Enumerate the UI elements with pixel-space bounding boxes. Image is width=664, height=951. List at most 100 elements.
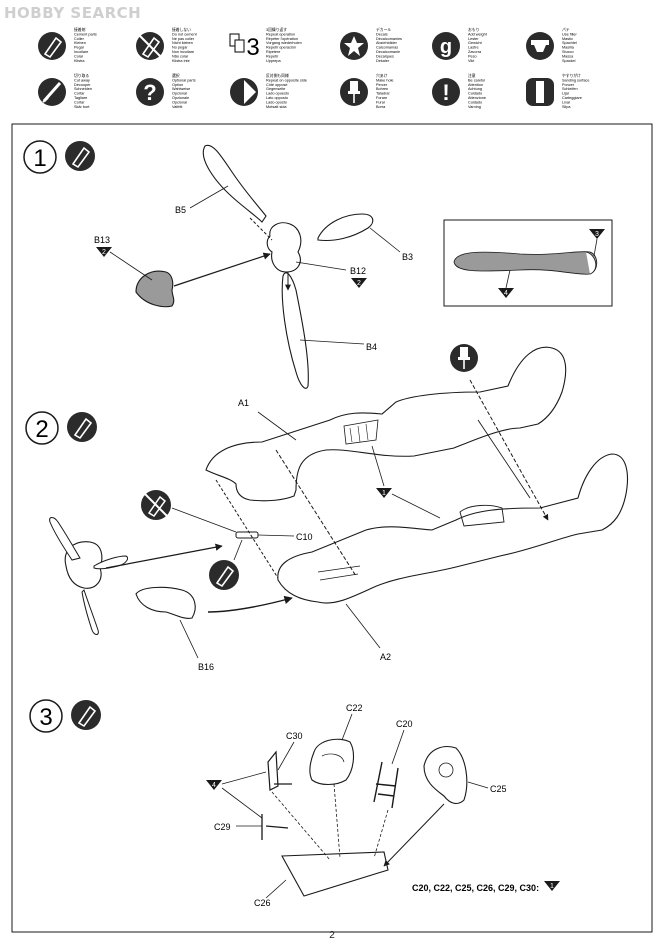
label-c26: C26: [254, 898, 271, 908]
opposite-side-icon: [230, 78, 258, 106]
legend-text: Spackel: [562, 59, 576, 63]
step-3-number: 3: [39, 704, 52, 731]
legend-entry: デカールDecalsDécalcomaniesAbziehbilderCalco…: [340, 27, 402, 63]
legend-text: Nicht kleben: [172, 41, 193, 45]
label-b13: B13: [94, 235, 110, 245]
legend-text: Stucco: [562, 50, 574, 54]
legend-text: Découper: [74, 83, 91, 87]
legend-text: Borra: [376, 105, 386, 109]
propeller-hub-b12: [266, 222, 302, 273]
legend-text: Masilla: [562, 46, 575, 50]
legend-text: Do not cement: [172, 32, 198, 36]
legend-text: Côté opposé: [266, 83, 288, 87]
step-1-cement-icon: [65, 141, 95, 171]
legend-text: Gegenseite: [266, 87, 285, 91]
propeller-blade-b5: [202, 144, 267, 223]
legend-text: Attention: [468, 83, 483, 87]
step-2-number: 2: [35, 416, 48, 443]
label-c20: C20: [396, 719, 413, 729]
cement-icon: [38, 32, 66, 60]
legend-text: Upprepa: [266, 59, 281, 63]
legend-text: 接着剤: [74, 27, 86, 32]
legend-text: Decalcomanie: [376, 50, 400, 54]
legend-text: Vorgang wiederholen: [266, 41, 302, 45]
legend-text: Opcional: [172, 100, 187, 104]
legend-text: Lijar: [562, 92, 570, 96]
legend-text: Cement parts: [74, 32, 97, 36]
part-b16: [135, 586, 196, 619]
legend-text: Calcomanías: [376, 46, 398, 50]
caution-icon: !: [432, 78, 460, 106]
weight-letter: g: [440, 36, 452, 58]
legend-text: Lado opuesto: [266, 92, 289, 96]
legend-text: Coller: [74, 37, 85, 41]
legend-text: Sanding surface: [562, 78, 589, 82]
label-c25: C25: [490, 784, 507, 794]
lever-c30: [267, 750, 292, 791]
legend-text: Option: [172, 83, 183, 87]
legend-text: Zavorra: [468, 50, 482, 54]
inset-callout-3: 3: [589, 229, 605, 257]
legend-text: Opcional: [172, 92, 187, 96]
legend-text: Décalcomanies: [376, 37, 402, 41]
step-3: 3 C22 C20 C30 C25: [29, 699, 560, 908]
no-cement-icon: [136, 32, 164, 60]
legend-text: Lester: [468, 37, 479, 41]
legend-text: Use filler: [562, 32, 578, 36]
svg-text:!: !: [442, 80, 449, 105]
rod-c29: [261, 814, 289, 840]
legend-text: Vikt: [468, 59, 475, 63]
propeller-blade-b4: [281, 272, 309, 389]
legend-text: やすりがけ: [562, 73, 581, 78]
legend-text: Spachtel: [562, 41, 577, 45]
legend-text: Taladrar: [376, 92, 390, 96]
bulkhead-c25: [423, 746, 468, 805]
svg-text:1: 1: [550, 883, 554, 890]
legend-text: Tagliare: [74, 96, 87, 100]
legend-text: 反対側も同様: [266, 73, 289, 78]
legend-text: Decals: [376, 32, 388, 36]
floor-c26: [281, 851, 389, 897]
legend-text: 3回繰り返す: [266, 27, 287, 32]
fuselage-half-a2: [277, 453, 629, 604]
legend-text: Valfritt: [172, 105, 183, 109]
legend-text: Poncer: [562, 83, 575, 87]
step-2-cement-icon: [67, 412, 97, 442]
label-b3: B3: [402, 252, 413, 262]
legend-text: Repeat operation: [266, 32, 295, 36]
step-2-number-circle: [25, 411, 59, 445]
label-c10: C10: [296, 532, 313, 542]
repeat-icon: [229, 33, 245, 53]
blade-painting-inset: 3 4: [443, 219, 613, 307]
legend-text: Repetir operación: [266, 46, 296, 50]
legend-text: Ne pas coller: [172, 37, 195, 41]
seat-c22: [309, 738, 355, 786]
paint-callout-interior: 1: [371, 445, 441, 519]
legend-text: Be careful: [468, 78, 485, 82]
legend-text: 注意: [468, 73, 476, 78]
svg-text:?: ?: [143, 80, 156, 105]
paint-callout-c30-c29: 4: [206, 771, 267, 819]
legend-text: Add weight: [468, 32, 488, 36]
legend-text: Lastre: [468, 46, 479, 50]
legend-text: Klistra inte: [172, 59, 190, 63]
paint-note-callout: 1: [544, 881, 560, 891]
sand-icon: [526, 78, 554, 106]
legend-text: パテ: [562, 27, 570, 32]
legend-text: Percer: [376, 83, 388, 87]
label-b12: B12: [350, 266, 366, 276]
svg-text:3: 3: [595, 231, 599, 238]
step-1-number: 1: [33, 145, 46, 172]
legend-text: No pegar: [172, 46, 188, 50]
legend-text: Cortar: [74, 92, 85, 96]
svg-text:4: 4: [504, 290, 508, 297]
step-2: 2 C10 B16: [25, 344, 629, 672]
legend-text: 穴あけ: [376, 73, 388, 78]
